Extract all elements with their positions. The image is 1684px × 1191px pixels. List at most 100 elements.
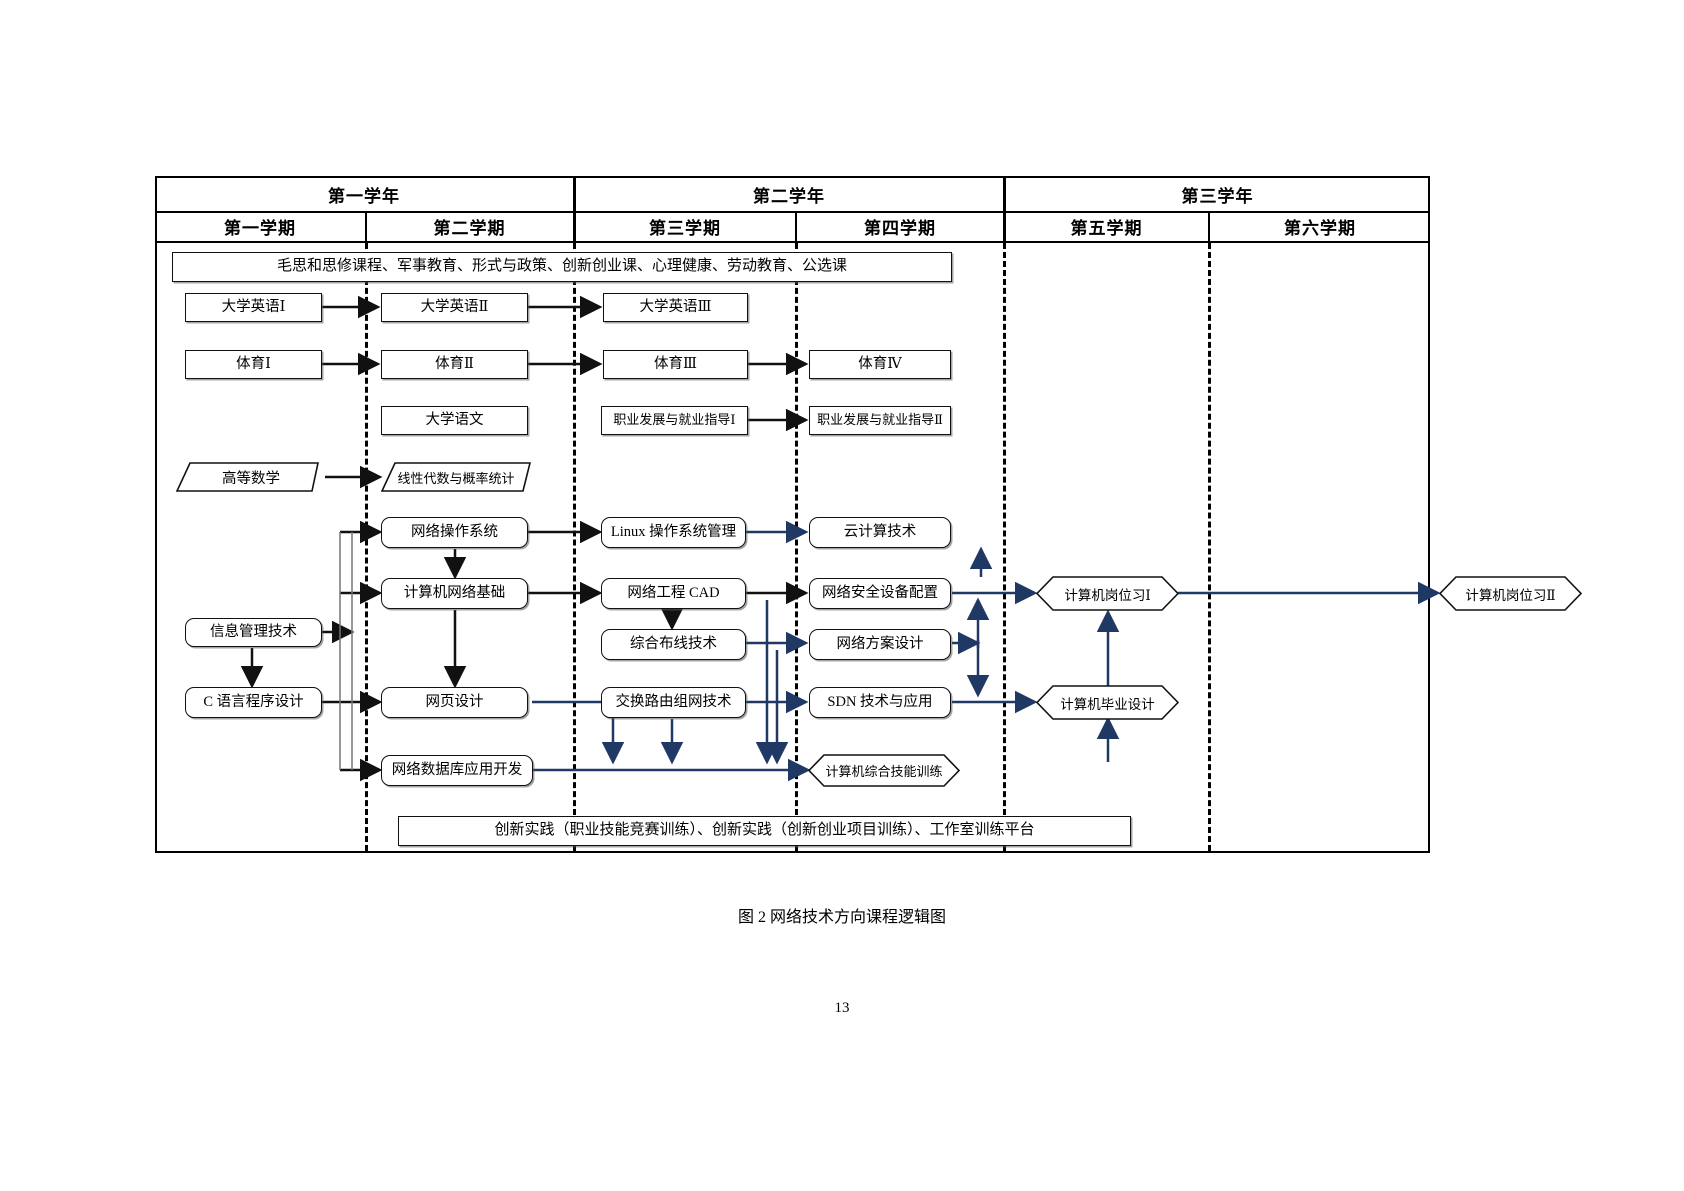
page-number-text: 13	[834, 1000, 850, 1016]
course-graduation-project-outline	[1036, 685, 1179, 720]
course-pe-3-label: 体育Ⅲ	[654, 356, 697, 373]
innovation-practice-banner-label: 创新实践（职业技能竞赛训练）、创新实践（创新创业项目训练）、工作室训练平台	[494, 822, 1035, 839]
course-network-database-label: 网络数据库应用开发	[391, 762, 523, 779]
course-network-security-label: 网络安全设备配置	[822, 585, 938, 602]
course-network-fundamentals-label: 计算机网络基础	[403, 585, 506, 602]
dashed-column-3	[795, 243, 798, 851]
course-network-os[interactable]: 网络操作系统	[381, 517, 528, 548]
course-network-solution-design[interactable]: 网络方案设计	[809, 629, 951, 660]
course-graduation-project[interactable]: 计算机毕业设计	[1036, 685, 1179, 720]
course-network-database[interactable]: 网络数据库应用开发	[381, 755, 533, 786]
course-college-chinese-label: 大学语文	[425, 412, 484, 429]
course-pe-3[interactable]: 体育Ⅲ	[603, 350, 748, 379]
course-pe-1[interactable]: 体育Ⅰ	[185, 350, 322, 379]
course-career-guidance-1[interactable]: 职业发展与就业指导Ⅰ	[601, 406, 748, 435]
course-english-3-label: 大学英语Ⅲ	[639, 299, 712, 316]
year-header-3-label: 第三学年	[1181, 187, 1254, 206]
course-graduation-project-label: 计算机毕业设计	[1060, 696, 1155, 712]
semester-header-5-label: 第五学期	[1070, 219, 1143, 238]
course-linux-admin[interactable]: Linux 操作系统管理	[601, 517, 746, 548]
course-c-language[interactable]: C 语言程序设计	[185, 687, 322, 718]
year-header-1-label: 第一学年	[328, 187, 400, 206]
header-bottom-rule	[155, 241, 1430, 243]
course-english-2[interactable]: 大学英语Ⅱ	[381, 293, 528, 322]
year-divider-1	[573, 176, 576, 242]
course-network-cad[interactable]: 网络工程 CAD	[601, 578, 746, 609]
course-switching-routing-label: 交换路由组网技术	[615, 694, 732, 711]
course-info-management-label: 信息管理技术	[210, 624, 297, 641]
course-network-security[interactable]: 网络安全设备配置	[809, 578, 951, 609]
year-header-2: 第二学年	[575, 178, 1003, 211]
course-network-cad-label: 网络工程 CAD	[627, 585, 720, 602]
year-divider-2	[1003, 176, 1006, 242]
header-top-rule	[155, 176, 1430, 178]
semester-header-4: 第四学期	[797, 212, 1003, 241]
dashed-column-2	[573, 243, 576, 851]
dashed-column-5	[1208, 243, 1211, 851]
course-internship-2-outline	[1439, 576, 1582, 611]
year-header-2-label: 第二学年	[753, 187, 825, 206]
course-structured-cabling[interactable]: 综合布线技术	[601, 629, 746, 660]
course-internship-1-outline	[1036, 576, 1179, 611]
semester-header-6: 第六学期	[1210, 212, 1430, 241]
course-pe-2-label: 体育Ⅱ	[435, 356, 474, 373]
course-internship-2-label: 计算机岗位习Ⅱ	[1465, 587, 1556, 603]
course-switching-routing[interactable]: 交换路由组网技术	[601, 687, 746, 718]
course-network-solution-design-label: 网络方案设计	[836, 636, 924, 653]
course-pe-4[interactable]: 体育Ⅳ	[809, 350, 951, 379]
year-header-3: 第三学年	[1005, 178, 1430, 211]
diagram-bottom-rule	[155, 851, 1430, 853]
semester-header-2: 第二学期	[366, 212, 573, 241]
course-info-management[interactable]: 信息管理技术	[185, 618, 322, 647]
course-comprehensive-skill-training[interactable]: 计算机综合技能训练	[808, 754, 960, 787]
course-linear-algebra-outline	[381, 462, 531, 492]
course-advanced-math-outline	[176, 462, 319, 492]
course-web-design[interactable]: 网页设计	[381, 687, 528, 718]
general-education-banner: 毛思和思修课程、军事教育、形式与政策、创新创业课、心理健康、劳动教育、公选课	[172, 252, 952, 282]
year-header-1: 第一学年	[155, 178, 573, 211]
course-english-3[interactable]: 大学英语Ⅲ	[603, 293, 748, 322]
course-linux-admin-label: Linux 操作系统管理	[610, 524, 737, 541]
frame-right-edge	[1428, 176, 1430, 853]
course-english-1[interactable]: 大学英语Ⅰ	[185, 293, 322, 322]
course-cloud-computing[interactable]: 云计算技术	[809, 517, 951, 548]
semester-header-1: 第一学期	[155, 212, 365, 241]
semester-header-3-label: 第三学期	[649, 219, 721, 238]
course-career-guidance-1-label: 职业发展与就业指导Ⅰ	[613, 412, 736, 428]
semester-header-2-label: 第二学期	[433, 219, 506, 238]
course-comprehensive-skill-training-outline	[808, 754, 960, 787]
course-network-fundamentals[interactable]: 计算机网络基础	[381, 578, 528, 609]
course-advanced-math-label: 高等数学	[222, 470, 280, 487]
course-college-chinese[interactable]: 大学语文	[381, 406, 528, 435]
course-linear-algebra[interactable]: 线性代数与概率统计	[381, 462, 531, 492]
course-structured-cabling-label: 综合布线技术	[630, 636, 717, 653]
page-number: 13	[0, 1000, 1684, 1017]
course-english-2-label: 大学英语Ⅱ	[420, 299, 489, 316]
course-sdn-label: SDN 技术与应用	[827, 694, 933, 711]
course-internship-2[interactable]: 计算机岗位习Ⅱ	[1439, 576, 1582, 611]
course-pe-4-label: 体育Ⅳ	[858, 356, 902, 373]
course-cloud-computing-label: 云计算技术	[843, 524, 917, 541]
course-english-1-label: 大学英语Ⅰ	[221, 299, 286, 316]
course-pe-2[interactable]: 体育Ⅱ	[381, 350, 528, 379]
course-web-design-label: 网页设计	[425, 694, 484, 711]
frame-left-edge	[155, 176, 157, 853]
innovation-practice-banner: 创新实践（职业技能竞赛训练）、创新实践（创新创业项目训练）、工作室训练平台	[398, 816, 1131, 846]
semester-header-3: 第三学期	[575, 212, 795, 241]
header-mid-rule	[155, 211, 1430, 213]
course-linear-algebra-label: 线性代数与概率统计	[397, 470, 515, 486]
course-c-language-label: C 语言程序设计	[203, 694, 304, 711]
general-education-banner-label: 毛思和思修课程、军事教育、形式与政策、创新创业课、心理健康、劳动教育、公选课	[276, 258, 847, 275]
semester-header-1-label: 第一学期	[224, 219, 296, 238]
semester-divider-5	[1208, 211, 1210, 242]
course-career-guidance-2[interactable]: 职业发展与就业指导Ⅱ	[809, 406, 951, 435]
course-internship-1-label: 计算机岗位习Ⅰ	[1064, 587, 1151, 603]
figure-caption-text: 图 2 网络技术方向课程逻辑图	[737, 909, 946, 926]
course-advanced-math[interactable]: 高等数学	[176, 462, 326, 492]
course-career-guidance-2-label: 职业发展与就业指导Ⅱ	[817, 412, 943, 428]
course-internship-1[interactable]: 计算机岗位习Ⅰ	[1036, 576, 1179, 611]
course-sdn[interactable]: SDN 技术与应用	[809, 687, 951, 718]
dashed-column-4	[1003, 243, 1006, 851]
dashed-column-1	[365, 243, 368, 851]
